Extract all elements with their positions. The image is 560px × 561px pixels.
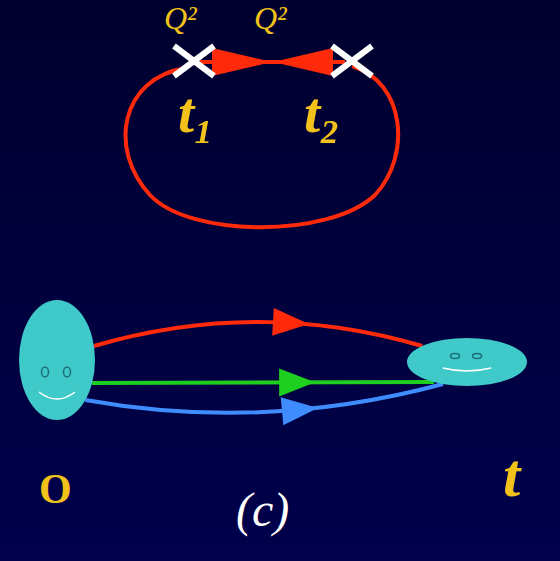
- time-label: t₁: [178, 84, 214, 142]
- face-eye: [451, 354, 460, 359]
- face-shape: [407, 338, 527, 386]
- arrow-head: [279, 368, 315, 396]
- momentum-label: Q²: [164, 2, 197, 34]
- vertex-cross: [174, 46, 214, 76]
- momentum-label: Q²: [254, 2, 287, 34]
- face-eye: [64, 367, 71, 377]
- face-smile: [39, 392, 75, 399]
- quark-line: [85, 384, 443, 425]
- arrow-head: [212, 48, 272, 76]
- face-smile: [443, 368, 491, 371]
- time-label: t₂: [304, 84, 340, 142]
- face-eye: [473, 354, 482, 359]
- face-eye: [42, 367, 49, 377]
- arrow-head: [281, 397, 318, 425]
- quark-line: [92, 368, 434, 396]
- face-outline: [19, 300, 95, 420]
- vertex-cross: [332, 46, 372, 76]
- arrow-head: [273, 48, 333, 76]
- node-label: O: [39, 468, 72, 510]
- panel-label: (c): [236, 486, 289, 534]
- quark-line: [94, 308, 422, 346]
- arrow-head: [272, 308, 309, 336]
- node-label: t: [503, 444, 520, 506]
- face-node: O: [19, 300, 95, 420]
- quark-loop: [126, 66, 399, 227]
- face-shape: [19, 300, 95, 420]
- face-outline: [407, 338, 527, 386]
- face-node: t: [407, 338, 527, 386]
